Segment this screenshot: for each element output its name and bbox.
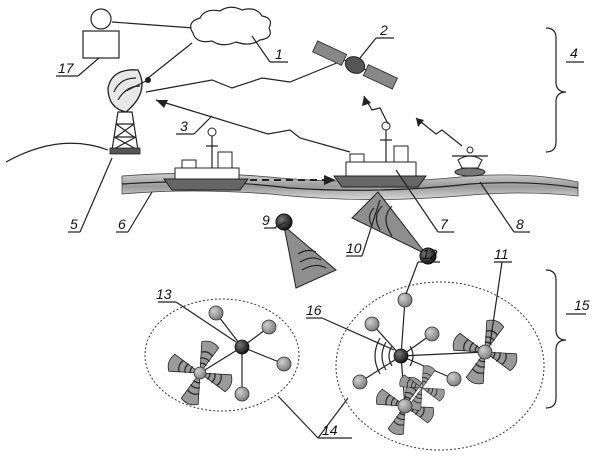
link-arrow-satellite xyxy=(362,96,371,106)
label-1: 1 xyxy=(275,46,283,62)
cluster-right-boundary xyxy=(335,281,545,451)
cluster-left-boundary xyxy=(144,298,300,412)
label-9: 9 xyxy=(262,212,270,228)
radio-link-cloud-satellite xyxy=(145,59,345,93)
label-5: 5 xyxy=(70,216,78,232)
brace-15 xyxy=(545,269,567,409)
ship-left xyxy=(163,136,249,191)
operator-link-line xyxy=(111,21,195,29)
label-14: 14 xyxy=(322,422,338,438)
brace-4 xyxy=(545,27,567,153)
underwater-node-10 xyxy=(351,191,437,265)
ground-station-tower xyxy=(109,111,141,155)
cluster-left-nodes xyxy=(193,305,292,402)
radio-link-ship-dish xyxy=(155,99,351,153)
label-16: 16 xyxy=(306,302,322,318)
label-12: 12 xyxy=(422,246,438,262)
cloud-to-dish-line xyxy=(147,42,193,79)
label-10: 10 xyxy=(346,240,362,256)
label-17: 17 xyxy=(58,60,75,76)
label-3: 3 xyxy=(180,118,188,134)
label-4: 4 xyxy=(570,45,578,61)
label-13: 13 xyxy=(156,286,172,302)
buoy-icon xyxy=(452,146,488,177)
label-7: 7 xyxy=(440,216,449,232)
satellite-dish-icon xyxy=(107,69,151,113)
underwater-node-9 xyxy=(275,213,337,289)
ship-right xyxy=(333,130,427,188)
ship-right-dish xyxy=(381,121,391,131)
cloud-icon xyxy=(190,6,272,46)
horizon-arc xyxy=(5,142,109,163)
label-11: 11 xyxy=(494,246,509,262)
link-arrow-buoy xyxy=(416,118,424,127)
operator-icon xyxy=(82,8,120,59)
ship-left-dish xyxy=(207,127,217,137)
satellite-icon xyxy=(312,40,398,90)
cluster-right-links xyxy=(359,299,486,407)
label-6: 6 xyxy=(118,216,126,232)
cluster-right-nodes xyxy=(352,292,493,414)
label-15: 15 xyxy=(574,297,590,313)
acoustic-signal-icon xyxy=(374,337,414,375)
link-arrow-dish xyxy=(156,100,168,108)
radio-link-buoy-satellite xyxy=(415,117,463,147)
label-2: 2 xyxy=(379,22,388,38)
leader-lines xyxy=(56,35,586,439)
movement-arrow-head xyxy=(324,175,336,185)
label-8: 8 xyxy=(516,216,524,232)
